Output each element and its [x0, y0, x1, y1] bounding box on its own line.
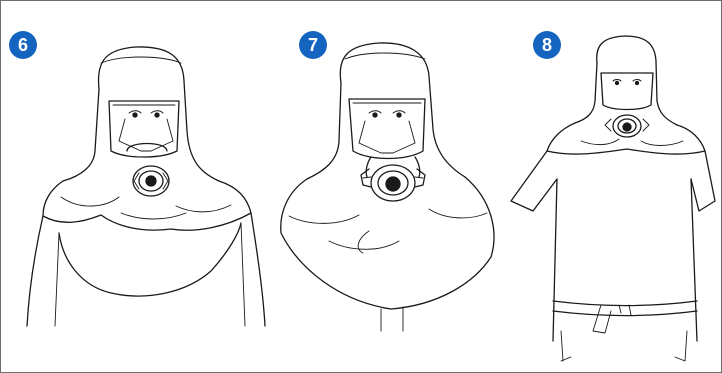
step-7-panel: 7	[269, 1, 501, 372]
step-6-panel: 6	[1, 1, 269, 372]
step-8-illustration	[501, 1, 721, 372]
step-6-illustration	[1, 1, 269, 372]
step-7-illustration	[269, 1, 501, 372]
step-8-panel: 8	[501, 1, 721, 372]
step-8-badge: 8	[533, 31, 561, 59]
step-7-badge: 7	[299, 31, 327, 59]
step-6-badge: 6	[9, 31, 37, 59]
